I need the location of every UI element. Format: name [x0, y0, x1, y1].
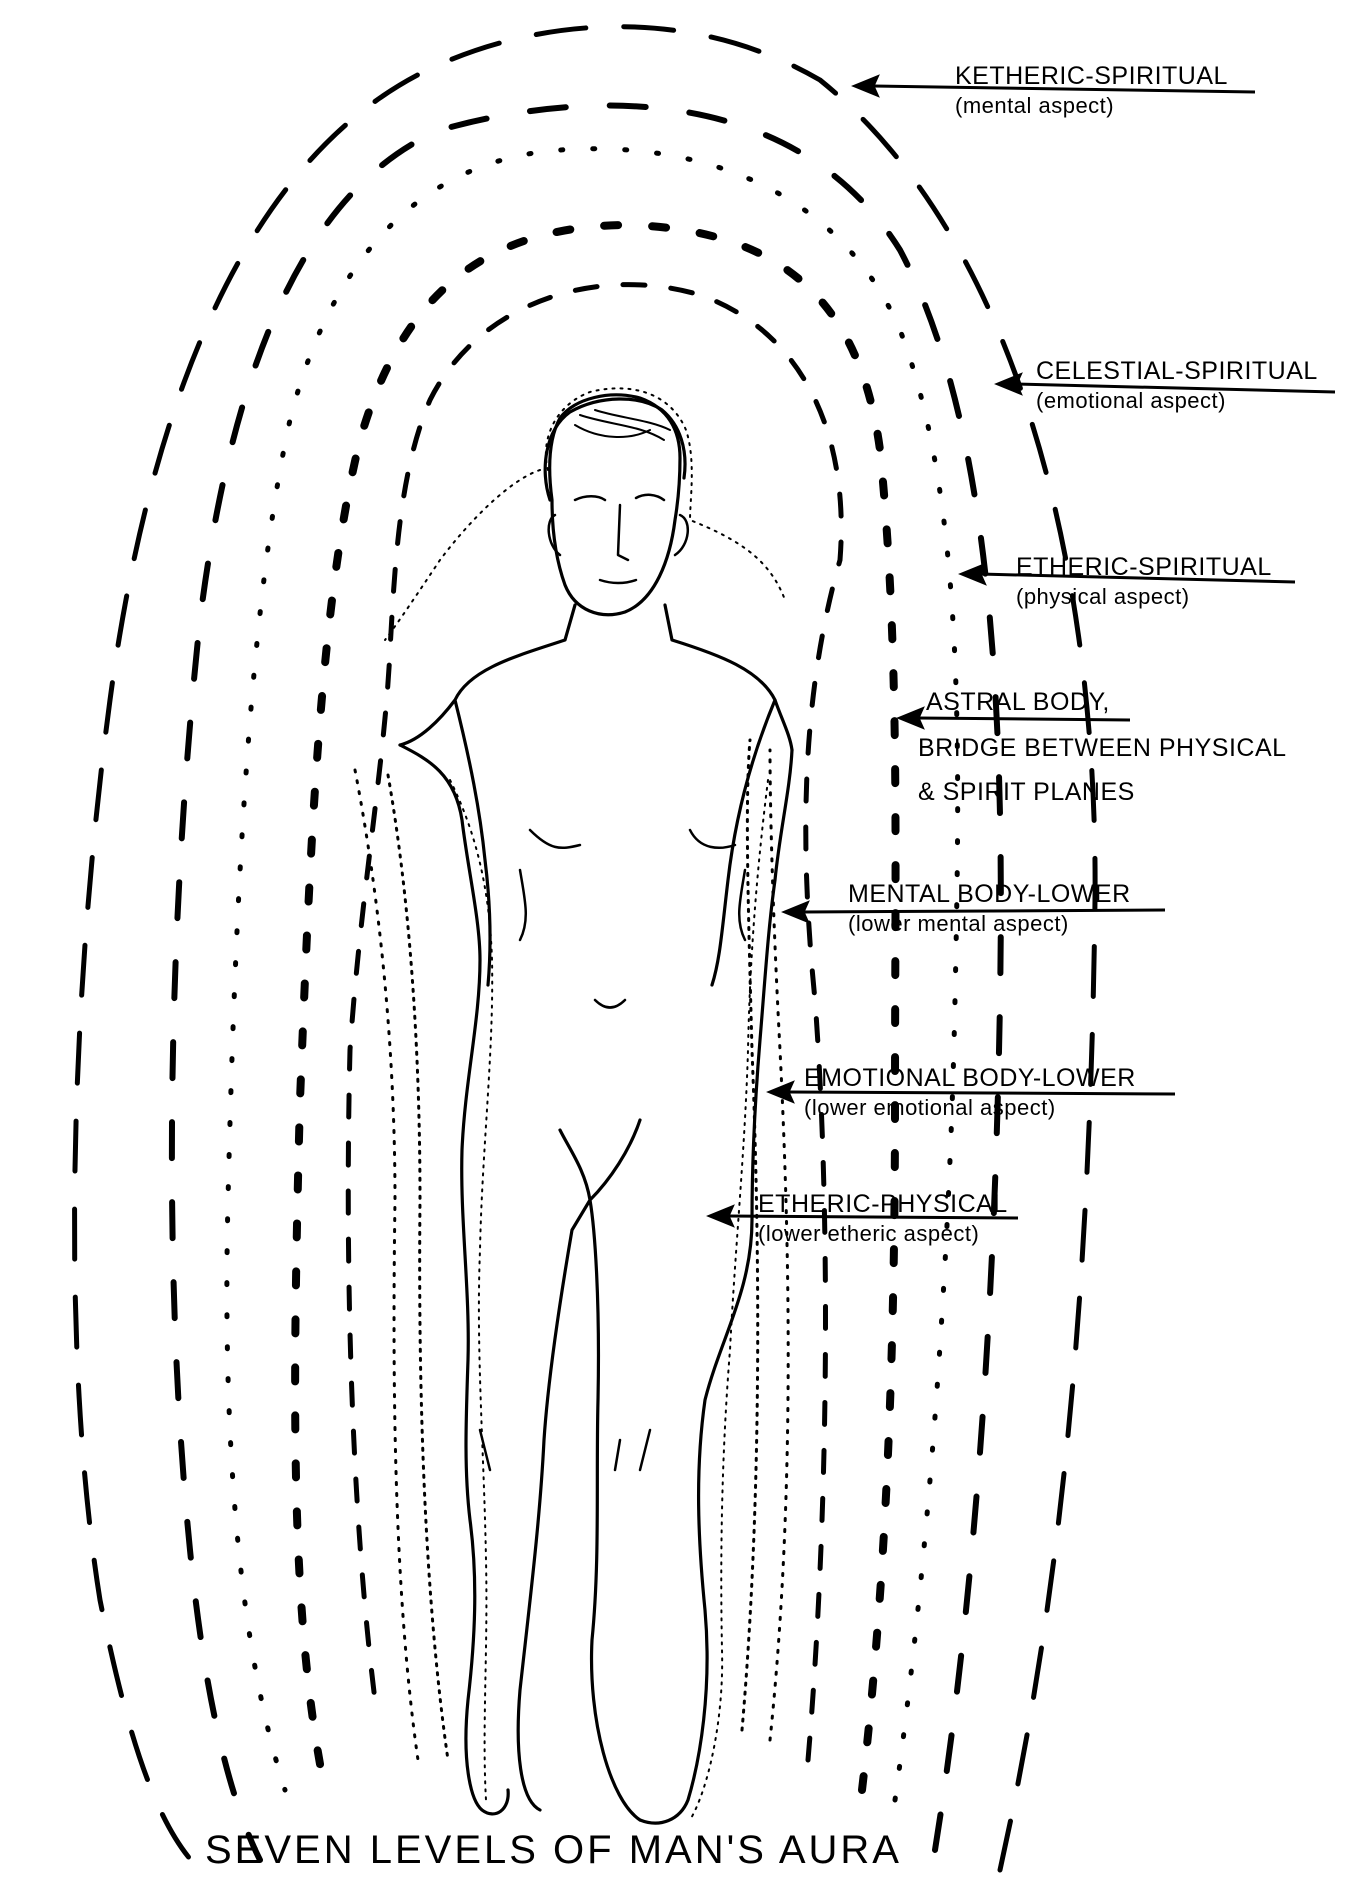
figure-etheric-outline	[385, 388, 785, 1820]
label-astral-line2: BRIDGE BETWEEN PHYSICAL	[918, 734, 1287, 762]
label-etheric-physical-sub: (lower etheric aspect)	[758, 1220, 1008, 1248]
figure-right-arm	[640, 750, 792, 1823]
label-mental-body-lower: MENTAL BODY-LOWER (lower mental aspect)	[848, 880, 1131, 938]
figure-details	[480, 830, 745, 1470]
label-celestial-sub: (emotional aspect)	[1036, 387, 1318, 415]
label-etheric-spiritual: ETHERIC-SPIRITUAL (physical aspect)	[1016, 553, 1272, 611]
figure-neck-torso	[400, 605, 792, 985]
label-etheric-physical: ETHERIC-PHYSICAL (lower etheric aspect)	[758, 1190, 1008, 1248]
label-ketheric-spiritual: KETHERIC-SPIRITUAL (mental aspect)	[955, 62, 1228, 120]
ring-emotional-body-lower	[355, 750, 788, 1760]
label-ketheric-sub: (mental aspect)	[955, 92, 1228, 120]
label-celestial-spiritual: CELESTIAL-SPIRITUAL (emotional aspect)	[1036, 357, 1318, 415]
ring-etheric-physical	[388, 740, 758, 1760]
label-emotional-body-lower: EMOTIONAL BODY-LOWER (lower emotional as…	[804, 1064, 1136, 1122]
human-figure	[385, 388, 792, 1823]
figure-left-arm	[400, 745, 508, 1814]
label-mental-main: MENTAL BODY-LOWER	[848, 880, 1131, 908]
label-etheric-spiritual-main: ETHERIC-SPIRITUAL	[1016, 553, 1272, 581]
label-ketheric-main: KETHERIC-SPIRITUAL	[955, 62, 1228, 90]
label-etheric-spiritual-sub: (physical aspect)	[1016, 583, 1272, 611]
diagram-title: SEVEN LEVELS OF MAN'S AURA	[205, 1828, 902, 1873]
label-astral-body: ASTRAL BODY, BRIDGE BETWEEN PHYSICAL & S…	[918, 688, 1287, 806]
ring-mental-body-lower	[348, 285, 841, 1760]
label-arrows	[710, 77, 1335, 1225]
label-celestial-main: CELESTIAL-SPIRITUAL	[1036, 357, 1318, 385]
label-mental-sub: (lower mental aspect)	[848, 910, 1131, 938]
label-astral-main: ASTRAL BODY,	[918, 688, 1287, 716]
label-astral-line3: & SPIRIT PLANES	[918, 778, 1287, 806]
aura-rings	[75, 27, 1096, 1870]
label-etheric-physical-main: ETHERIC-PHYSICAL	[758, 1190, 1008, 1218]
ring-ketheric-spiritual	[75, 27, 1096, 1870]
face	[575, 495, 664, 583]
hair-strands	[575, 410, 670, 440]
figure-inner-legs	[518, 1120, 640, 1820]
label-emotional-main: EMOTIONAL BODY-LOWER	[804, 1064, 1136, 1092]
label-emotional-sub: (lower emotional aspect)	[804, 1094, 1136, 1122]
